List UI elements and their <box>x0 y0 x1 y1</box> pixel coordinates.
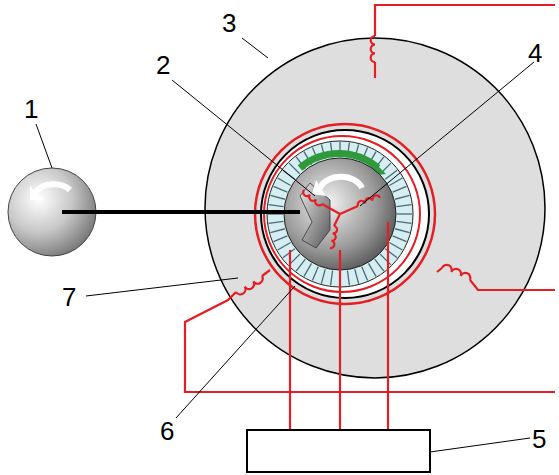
callout-number: 7 <box>62 284 76 310</box>
slot-line <box>380 254 391 265</box>
slot-line <box>312 267 318 281</box>
coil <box>236 276 263 294</box>
coil <box>442 265 470 280</box>
slot-line <box>321 269 325 283</box>
rotation-arrow <box>320 177 362 188</box>
slot-line <box>270 195 284 199</box>
callout-number: 4 <box>528 40 542 66</box>
windings <box>185 5 555 430</box>
slot-line <box>269 221 284 223</box>
shaft <box>62 210 300 214</box>
callout-number: 2 <box>156 52 170 78</box>
slot-line <box>278 178 291 186</box>
slot-line <box>393 186 407 192</box>
slot-line <box>283 249 295 258</box>
coil <box>358 195 380 206</box>
callout-number: 5 <box>532 426 546 452</box>
slot-line <box>289 163 300 174</box>
slot-line <box>355 269 359 283</box>
callout-number: 6 <box>160 418 174 444</box>
slot-line <box>385 170 397 179</box>
coil <box>371 36 375 62</box>
slot-line <box>270 229 284 233</box>
slot-line <box>395 229 409 233</box>
slot-line <box>347 271 349 286</box>
stator <box>205 38 545 378</box>
slot-line <box>296 259 305 271</box>
slot-line <box>395 195 409 199</box>
slot-line <box>278 243 291 251</box>
exciter-box <box>247 430 430 472</box>
slot-line <box>397 213 412 214</box>
slot-line <box>273 186 287 192</box>
slot-line <box>375 259 384 271</box>
coil <box>330 226 337 248</box>
slot-line <box>389 178 402 186</box>
slot-line <box>331 271 333 286</box>
slot-line <box>397 221 412 223</box>
slot-line <box>273 236 287 242</box>
rotation-arrowhead <box>312 180 326 196</box>
rotation-arrow <box>36 184 70 192</box>
callout-number: 3 <box>222 10 236 36</box>
slot-line <box>269 205 284 207</box>
coil <box>303 190 322 205</box>
slot-line <box>362 267 368 281</box>
slot-line <box>304 263 312 276</box>
leader-lines <box>36 38 534 452</box>
slot-line <box>393 236 407 242</box>
slot-line <box>397 205 412 207</box>
slot-line <box>389 243 402 251</box>
callout-number: 1 <box>24 96 38 122</box>
slot-line <box>369 263 377 276</box>
